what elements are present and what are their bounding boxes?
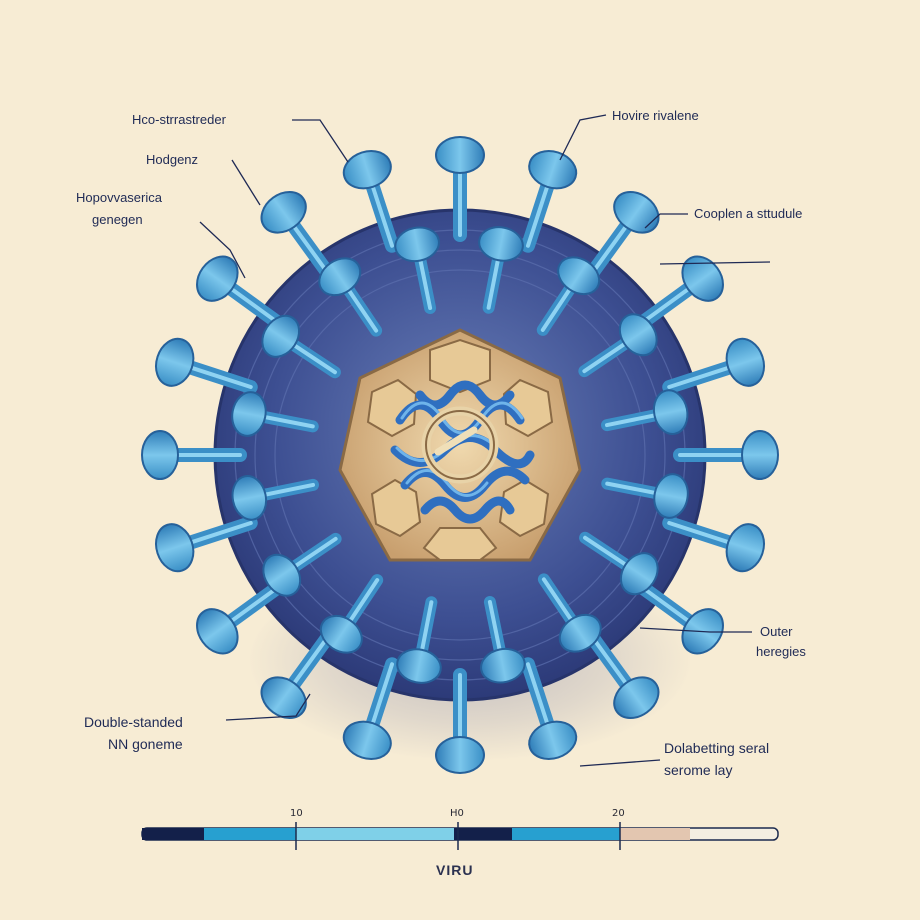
spike-protein — [435, 668, 485, 774]
label-double-stranded: Double-standed — [84, 714, 183, 730]
scale-caption: VIRU — [436, 862, 474, 878]
label-outer: Outer — [760, 624, 793, 639]
spike-protein — [579, 531, 659, 596]
spike-protein — [662, 337, 765, 395]
spike-protein — [141, 430, 247, 480]
label-outer-spike: Hco-strrastreder — [132, 112, 226, 127]
spike-protein — [231, 475, 320, 521]
label-dolabetting: Dolabetting seral — [664, 740, 770, 756]
spike-protein — [261, 314, 341, 379]
spike-protein — [601, 473, 689, 519]
spike-protein — [600, 389, 689, 435]
scale-tick-label: 20 — [612, 808, 625, 819]
label-cooplen: Cooplen a sttudule — [694, 206, 803, 221]
spike-protein — [582, 625, 660, 719]
spike-protein — [394, 226, 440, 315]
spike-protein — [630, 255, 724, 333]
spike-protein — [155, 337, 258, 395]
spike-protein — [582, 191, 660, 285]
spike-protein — [673, 430, 779, 480]
label-genome: NN goneme — [108, 736, 183, 752]
spike-protein — [342, 150, 400, 253]
spike-protein — [536, 256, 601, 336]
spike-protein — [196, 255, 290, 333]
spike-protein — [262, 532, 342, 597]
spike-protein — [260, 625, 338, 719]
spike-protein — [260, 191, 338, 285]
scale-tick-label: H0 — [450, 808, 464, 819]
spike-protein — [342, 657, 400, 760]
label-hodgenz: Hodgenz — [146, 152, 199, 167]
label-genegen: genegen — [92, 212, 143, 227]
spike-protein — [435, 136, 485, 242]
spike-protein — [578, 313, 658, 378]
spike-protein — [196, 577, 290, 655]
scale-tick-label: 10 — [290, 808, 303, 819]
scale-bar — [141, 822, 779, 850]
label-hovire-rivalene: Hovire rivalene — [612, 108, 699, 123]
leader-lines — [199, 114, 771, 767]
spike-protein — [478, 226, 524, 314]
surface-spikes — [141, 136, 779, 774]
spike-protein — [231, 391, 319, 437]
spike-protein — [318, 257, 383, 337]
spike-protein — [480, 595, 526, 684]
spike-protein — [319, 574, 384, 654]
spike-protein — [537, 573, 602, 653]
spike-protein — [630, 577, 724, 655]
spike-protein — [662, 515, 765, 573]
label-serome-lay: serome lay — [664, 762, 733, 778]
spike-protein — [396, 596, 442, 684]
spike-protein — [520, 150, 578, 253]
spike-protein — [155, 515, 258, 573]
label-heregies: heregies — [756, 644, 806, 659]
label-hopovvaserica: Hopovvaserica — [76, 190, 162, 205]
spike-protein — [520, 657, 578, 760]
